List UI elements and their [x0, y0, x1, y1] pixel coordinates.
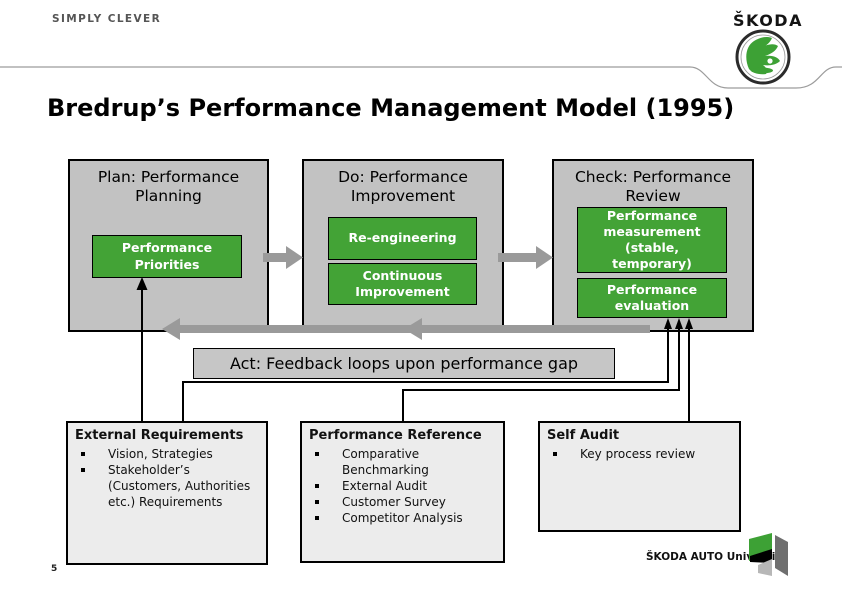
performance-reference-title: Performance Reference — [309, 428, 482, 443]
list-item: Comparative Benchmarking — [309, 446, 496, 478]
list-item: Competitor Analysis — [309, 510, 496, 526]
skoda-auto-university-logo-icon — [749, 533, 788, 576]
continuous-improvement-box: Continuous Improvement — [328, 263, 477, 305]
list-item-label: Customer Survey — [342, 495, 446, 510]
page-number: 5 — [51, 564, 58, 574]
arrow-plan-to-do — [263, 246, 303, 269]
page-title: Bredrup’s Performance Management Model (… — [47, 94, 735, 122]
square-bullet-icon — [553, 452, 557, 456]
brand-tagline: SIMPLY CLEVER — [52, 13, 162, 25]
external-requirements-title: External Requirements — [75, 428, 244, 443]
list-item-label: Comparative Benchmarking — [342, 447, 429, 478]
arrow-do-to-check — [498, 246, 553, 269]
list-item: Vision, Strategies — [75, 446, 259, 462]
list-item-label: Stakeholder’s (Customers, Authorities et… — [108, 463, 251, 510]
header-rule — [0, 66, 842, 89]
list-item: Stakeholder’s (Customers, Authorities et… — [75, 462, 259, 510]
plan-box: Plan: Performance Planning Performance P… — [68, 159, 269, 332]
list-item: Customer Survey — [309, 494, 496, 510]
square-bullet-icon — [81, 468, 85, 473]
do-box-title: Do: Performance Improvement — [338, 168, 468, 206]
re-engineering-box: Re-engineering — [328, 217, 477, 260]
act-feedback-box: Act: Feedback loops upon performance gap — [193, 348, 615, 379]
performance-evaluation-box: Performance evaluation — [577, 278, 727, 318]
list-item: Key process review — [547, 446, 732, 462]
list-item-label: Vision, Strategies — [108, 447, 213, 461]
square-bullet-icon — [315, 516, 319, 521]
square-bullet-icon — [315, 500, 319, 505]
square-bullet-icon — [81, 452, 85, 456]
external-requirements-panel: External Requirements Vision, Strategies… — [66, 421, 268, 565]
self-audit-panel: Self Audit Key process review — [538, 421, 741, 532]
self-audit-list: Key process review — [547, 446, 732, 462]
plan-box-title: Plan: Performance Planning — [97, 168, 240, 206]
self-audit-title: Self Audit — [547, 428, 620, 443]
list-item-label: Key process review — [580, 447, 696, 461]
skoda-roundel-icon — [735, 29, 791, 85]
performance-priorities-box: Performance Priorities — [92, 235, 242, 278]
check-box-title: Check: Performance Review — [574, 168, 732, 206]
performance-reference-list: Comparative Benchmarking External Audit … — [309, 446, 496, 526]
square-bullet-icon — [315, 452, 319, 456]
performance-measurement-box: Performance measurement (stable, tempora… — [577, 207, 727, 273]
performance-reference-panel: Performance Reference Comparative Benchm… — [300, 421, 505, 563]
list-item-label: Competitor Analysis — [342, 511, 463, 526]
skoda-wordmark: ŠKODA — [733, 11, 803, 30]
list-item: External Audit — [309, 478, 496, 494]
do-box: Do: Performance Improvement Re-engineeri… — [302, 159, 504, 332]
external-requirements-list: Vision, Strategies Stakeholder’s (Custom… — [75, 446, 259, 510]
list-item-label: External Audit — [342, 479, 428, 494]
square-bullet-icon — [315, 484, 319, 489]
check-box: Check: Performance Review Performance me… — [552, 159, 754, 332]
